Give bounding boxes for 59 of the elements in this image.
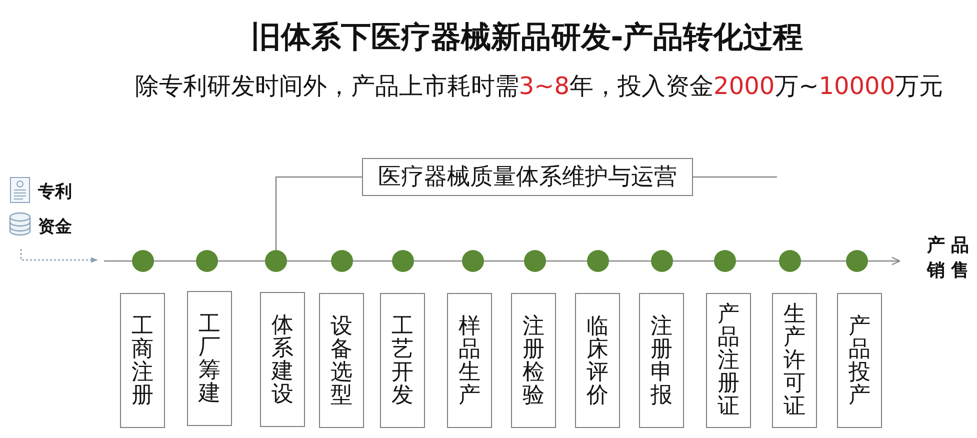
milestone-dot xyxy=(651,250,673,272)
step-label: 设备选型 xyxy=(330,314,352,406)
milestone-dot xyxy=(587,250,609,272)
arrow xyxy=(868,256,901,266)
connector-line xyxy=(353,260,392,262)
milestone-dot xyxy=(779,250,801,272)
milestone-dot xyxy=(196,250,218,272)
milestone-dot xyxy=(462,250,484,272)
step-box xyxy=(447,293,492,428)
milestone-dot xyxy=(132,250,154,272)
step-box xyxy=(772,293,817,428)
step-label: 产品注册证 xyxy=(718,303,740,418)
step-box xyxy=(511,293,556,428)
step-box xyxy=(706,293,751,428)
end-label: 产品销售 xyxy=(927,234,976,283)
step-label: 临床评价 xyxy=(586,314,608,406)
process-box xyxy=(362,158,693,196)
connector-line xyxy=(484,260,524,262)
subtitle: 除专利研发时间外，产品上市耗时需3~8年，投入资金2000万~10000万元 xyxy=(134,71,944,101)
step-box xyxy=(120,293,165,428)
dashed-arrow xyxy=(20,249,98,263)
item-label: 专利 xyxy=(38,181,72,203)
connector-line xyxy=(546,260,587,262)
milestone-dot xyxy=(714,250,736,272)
connector-line xyxy=(154,260,196,262)
process-label: 医疗器械质量体系维护与运营 xyxy=(378,163,677,191)
step-box xyxy=(639,293,684,428)
step-label: 注册申报 xyxy=(650,314,672,406)
connector-line xyxy=(801,260,846,262)
step-label: 工厂筹建 xyxy=(198,312,220,404)
connector-line xyxy=(693,176,777,178)
milestone-dot xyxy=(265,250,287,272)
step-box xyxy=(319,293,364,428)
connector-line xyxy=(287,260,331,262)
connector-line xyxy=(414,260,462,262)
step-label: 注册检验 xyxy=(522,314,544,406)
step-label: 工商注册 xyxy=(132,314,154,406)
step-box xyxy=(837,293,882,428)
step-box xyxy=(260,292,305,427)
connector-line xyxy=(673,260,714,262)
step-label: 生产许可证 xyxy=(784,303,806,418)
connector-line xyxy=(275,176,362,250)
step-label: 工艺开发 xyxy=(392,314,414,406)
step-label: 体系建设 xyxy=(272,314,294,406)
connector-line xyxy=(736,260,779,262)
item-label: 资金 xyxy=(38,216,72,238)
milestone-dot xyxy=(524,250,546,272)
connector-line xyxy=(218,260,265,262)
step-box xyxy=(380,293,425,428)
milestone-dot xyxy=(846,250,868,272)
connector-line xyxy=(609,260,651,262)
step-box xyxy=(187,291,232,426)
milestone-dot xyxy=(392,250,414,272)
step-box xyxy=(575,293,620,428)
title: 旧体系下医疗器械新品研发-产品转化过程 xyxy=(250,21,804,55)
milestone-dot xyxy=(331,250,353,272)
step-label: 产品投产 xyxy=(848,314,870,406)
connector-line xyxy=(104,260,132,262)
step-label: 样品生产 xyxy=(458,314,480,406)
